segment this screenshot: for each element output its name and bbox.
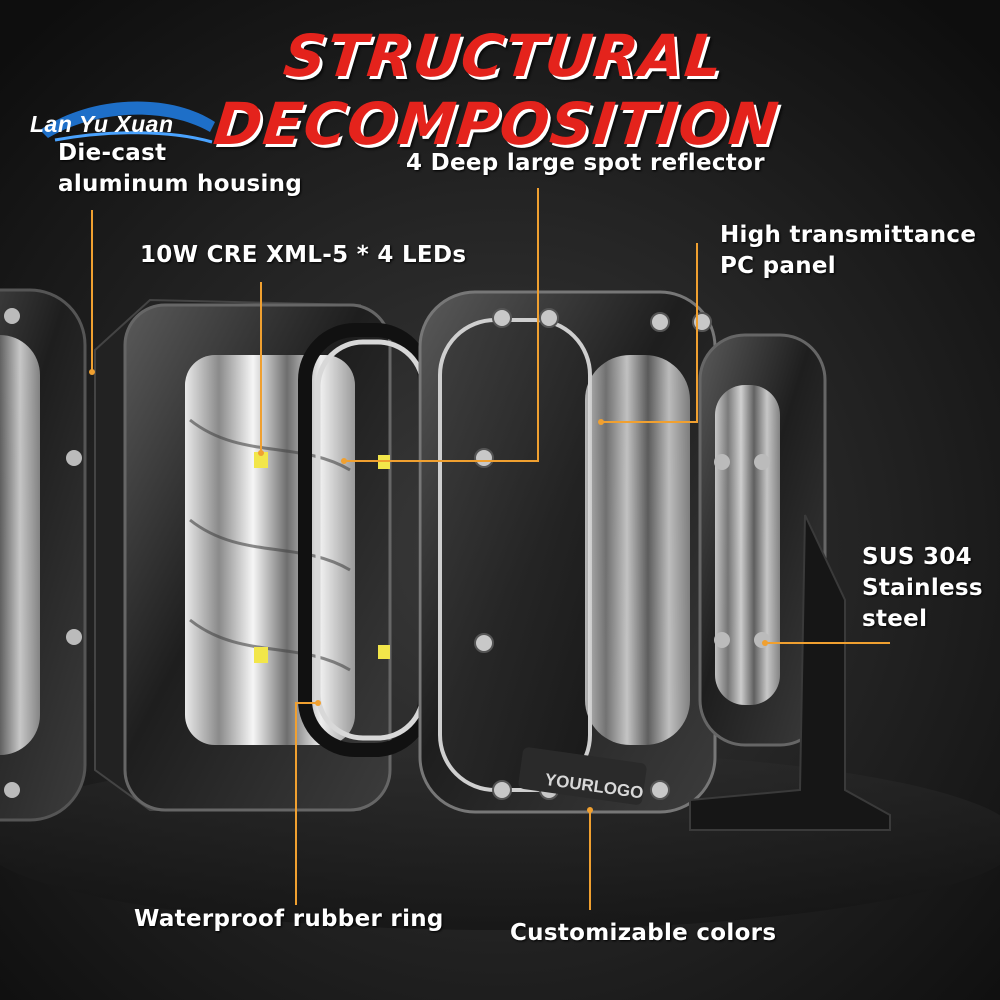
label-steel-line3: steel [862,606,928,632]
label-ring: Waterproof rubber ring [134,906,444,932]
brand-logo-text: Lan Yu Xuan [30,111,174,137]
leader-reflector [344,188,539,462]
label-leds: 10W CRE XML-5 * 4 LEDs [140,242,467,268]
label-steel: SUS 304 Stainless steel [862,542,983,635]
leader-ring [295,702,318,905]
main-housing [94,298,392,812]
label-panel-line2: PC panel [720,253,836,279]
label-housing-line1: Die-cast [58,140,167,166]
label-colors: Customizable colors [510,920,777,946]
leader-panel [601,243,698,423]
label-housing-line2: aluminum housing [58,171,303,197]
front-bezel [418,290,717,814]
left-housing-unit [0,288,87,822]
brand-logo-mark [40,101,215,144]
label-reflector: 4 Deep large spot reflector [406,150,765,176]
label-panel-line1: High transmittance [720,222,977,248]
label-steel-line2: Stainless [862,575,983,601]
label-steel-line1: SUS 304 [862,544,972,570]
label-panel: High transmittance PC panel [720,220,976,282]
leader-lines [91,188,890,910]
label-housing: Die-cast aluminum housing [58,138,302,200]
